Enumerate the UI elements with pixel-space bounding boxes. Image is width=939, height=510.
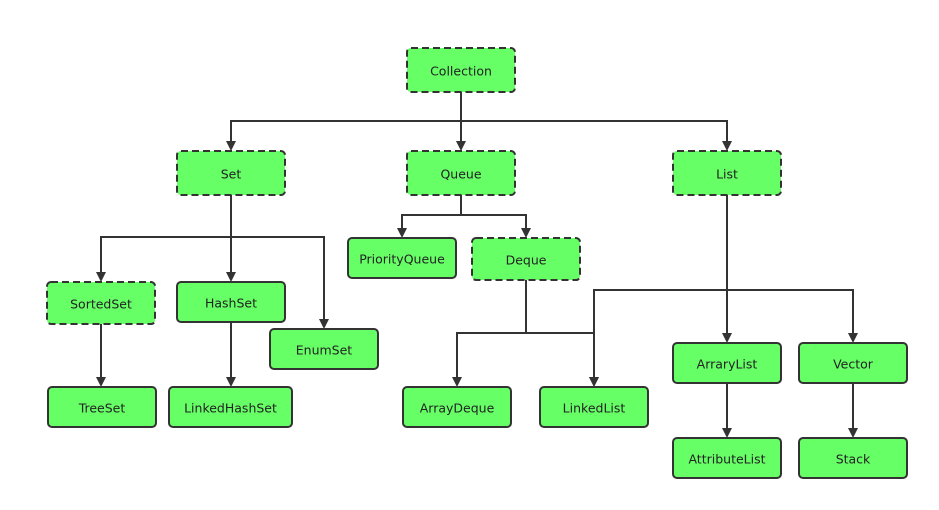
arrowhead — [589, 377, 599, 387]
arrowhead — [319, 319, 329, 329]
edge-vector-to-stack — [848, 383, 858, 438]
edge-queue-to-deque — [460, 195, 531, 238]
node-list: List — [672, 150, 782, 196]
node-vector: Vector — [798, 342, 908, 384]
node-label: Vector — [833, 357, 874, 372]
arrowhead — [848, 333, 858, 343]
node-label: ArrayDeque — [420, 401, 495, 416]
node-arraylist: ArraryList — [672, 342, 782, 384]
node-label: LinkedList — [563, 401, 626, 416]
arrowhead — [722, 428, 732, 438]
node-box — [798, 342, 908, 384]
node-box — [406, 47, 516, 93]
node-attributelist: AttributeList — [672, 437, 782, 479]
node-box — [168, 386, 293, 428]
edge-line — [460, 195, 527, 229]
node-box — [539, 386, 649, 428]
node-box — [672, 342, 782, 384]
node-queue: Queue — [406, 150, 516, 196]
node-box — [406, 150, 516, 196]
edge-hashset-to-linkedhashset — [226, 322, 236, 387]
node-box — [672, 437, 782, 479]
node-sortedset: SortedSet — [46, 281, 156, 325]
node-box — [471, 237, 581, 281]
edge-set-to-sortedset — [96, 195, 232, 282]
edge-line — [100, 195, 232, 273]
node-hashset: HashSet — [176, 281, 286, 323]
node-label: Stack — [836, 452, 871, 467]
node-set: Set — [176, 150, 286, 196]
node-deque: Deque — [471, 237, 581, 281]
edge-collection-to-set — [226, 92, 462, 151]
edge-deque-to-linkedlist — [525, 280, 599, 387]
node-box — [46, 281, 156, 325]
node-linkedhashset: LinkedHashSet — [168, 386, 293, 428]
arrowhead — [96, 377, 106, 387]
arrowhead — [722, 141, 732, 151]
edge-line — [460, 92, 728, 142]
edges-layer — [96, 92, 858, 438]
arrowhead — [226, 377, 236, 387]
node-box — [269, 328, 379, 370]
node-treeset: TreeSet — [47, 386, 157, 428]
edge-line — [525, 280, 595, 378]
node-label: HashSet — [205, 296, 257, 311]
edge-line — [456, 280, 527, 378]
arrowhead — [226, 272, 236, 282]
node-arraydeque: ArrayDeque — [402, 386, 512, 428]
edge-line — [401, 195, 462, 229]
edge-arraylist-to-attributelist — [722, 383, 732, 438]
node-box — [347, 237, 457, 279]
node-label: Deque — [506, 253, 547, 268]
node-label: LinkedHashSet — [184, 401, 277, 416]
node-priorityqueue: PriorityQueue — [347, 237, 457, 279]
node-box — [672, 150, 782, 196]
node-label: EnumSet — [296, 343, 353, 358]
arrowhead — [397, 228, 407, 238]
node-box — [798, 437, 908, 479]
node-label: TreeSet — [78, 401, 126, 416]
node-label: SortedSet — [70, 297, 132, 312]
node-label: Queue — [440, 167, 481, 182]
edge-queue-to-priorityqueue — [397, 195, 462, 238]
node-label: List — [716, 167, 738, 182]
node-linkedlist: LinkedList — [539, 386, 649, 428]
arrowhead — [722, 333, 732, 343]
node-collection: Collection — [406, 47, 516, 93]
node-label: Collection — [430, 64, 492, 79]
edge-line — [230, 92, 462, 142]
arrowhead — [521, 228, 531, 238]
edge-collection-to-list — [460, 92, 732, 151]
arrowhead — [96, 272, 106, 282]
arrowhead — [452, 377, 462, 387]
node-label: ArraryList — [697, 357, 758, 372]
arrowhead — [848, 428, 858, 438]
node-label: PriorityQueue — [359, 252, 445, 267]
edge-line — [726, 195, 854, 334]
edge-line — [230, 195, 325, 320]
edge-set-to-enumset — [230, 195, 329, 329]
edge-sortedset-to-treeset — [96, 324, 106, 387]
arrowhead — [456, 141, 466, 151]
edge-list-to-vector — [726, 195, 858, 343]
edge-deque-to-arraydeque — [452, 280, 527, 387]
node-stack: Stack — [798, 437, 908, 479]
node-box — [402, 386, 512, 428]
node-box — [47, 386, 157, 428]
node-enumset: EnumSet — [269, 328, 379, 370]
node-label: AttributeList — [688, 452, 765, 467]
node-box — [176, 150, 286, 196]
node-label: Set — [221, 167, 242, 182]
node-box — [176, 281, 286, 323]
arrowhead — [226, 141, 236, 151]
